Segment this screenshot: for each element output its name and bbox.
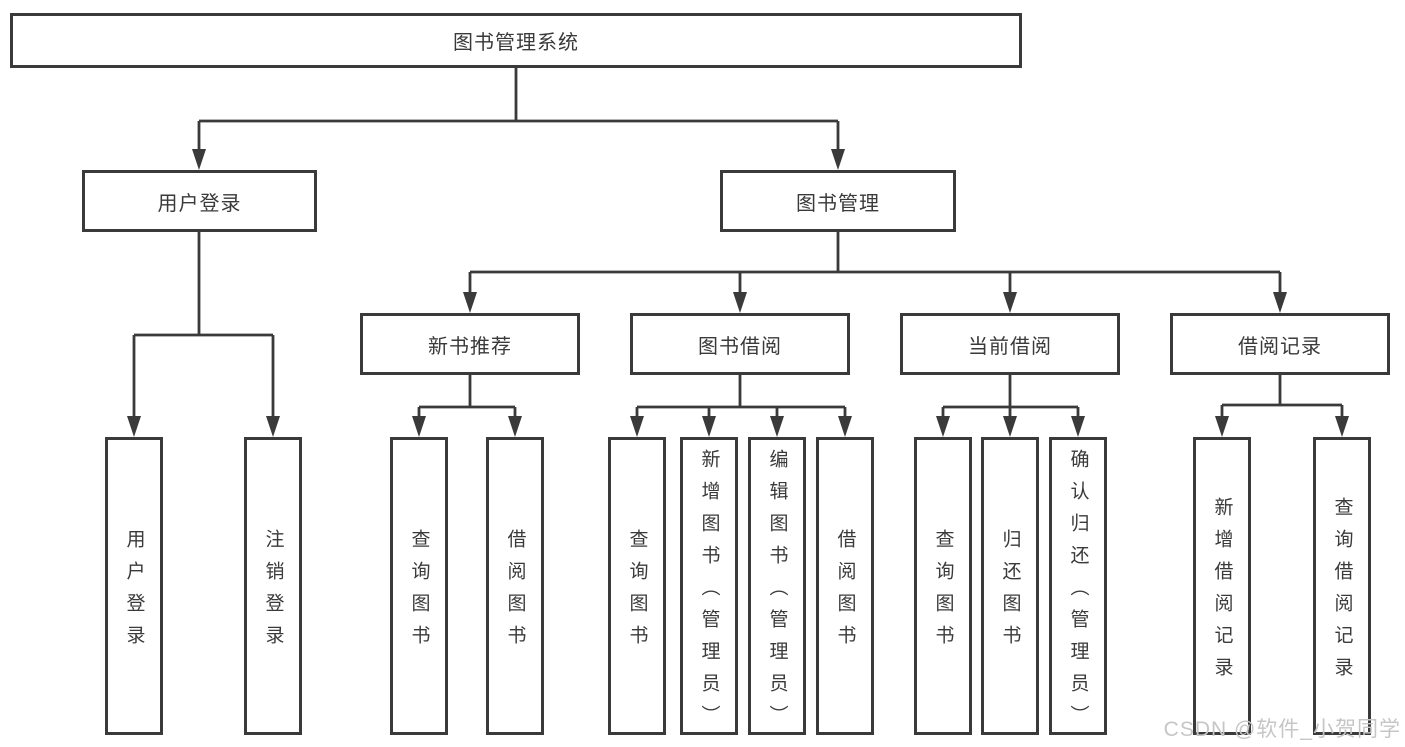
node-new-book-recommendation-label: 新书推荐 <box>428 335 512 358</box>
leaf-br-query-borrow-record: 查询借阅记录 <box>1313 437 1371 735</box>
leaf-user-login: 用户登录 <box>105 437 163 735</box>
node-library-management-system-label: 图书管理系统 <box>453 32 579 54</box>
connector-new-book-children <box>412 375 522 437</box>
node-borrowing-records: 借阅记录 <box>1170 313 1390 375</box>
node-user-login-label: 用户登录 <box>157 192 242 215</box>
leaf-bb-edit-books-admin-label: 编辑图书（管理员） <box>766 448 788 737</box>
connector-user-login-children <box>127 232 280 437</box>
leaf-cb-return-books: 归还图书 <box>981 437 1039 735</box>
leaf-nb-borrow-books-label: 借阅图书 <box>504 528 526 657</box>
connector-book-borrowing-children <box>630 375 852 437</box>
node-user-login: 用户登录 <box>82 170 317 232</box>
leaf-bb-borrow-books-label: 借阅图书 <box>834 528 856 657</box>
connector-borrowing-records-children <box>1215 375 1349 437</box>
leaf-bb-add-books-admin-label: 新增图书（管理员） <box>698 448 720 737</box>
node-borrowing-records-label: 借阅记录 <box>1238 335 1322 358</box>
leaf-cb-confirm-return-admin-label: 确认归还（管理员） <box>1067 448 1089 737</box>
leaf-bb-borrow-books: 借阅图书 <box>816 437 874 735</box>
node-new-book-recommendation: 新书推荐 <box>360 313 580 375</box>
node-book-borrowing: 图书借阅 <box>630 313 850 375</box>
leaf-cb-query-books: 查询图书 <box>914 437 972 735</box>
leaf-bb-query-books: 查询图书 <box>608 437 666 735</box>
node-book-borrowing-label: 图书借阅 <box>698 335 782 358</box>
leaf-logout-login-label: 注销登录 <box>262 528 284 657</box>
watermark: CSDN @软件_小贺同学 <box>1163 718 1401 741</box>
connector-current-borrowing-children <box>936 375 1085 437</box>
leaf-logout-login: 注销登录 <box>244 437 302 735</box>
leaf-bb-query-books-label: 查询图书 <box>626 528 648 657</box>
leaf-nb-query-books-label: 查询图书 <box>408 528 430 657</box>
connector-root-to-level2 <box>192 68 845 170</box>
leaf-cb-confirm-return-admin: 确认归还（管理员） <box>1049 437 1107 737</box>
leaf-cb-query-books-label: 查询图书 <box>932 528 954 657</box>
node-book-management: 图书管理 <box>720 170 956 232</box>
connector-book-management-children <box>463 232 1287 313</box>
leaf-nb-query-books: 查询图书 <box>390 437 448 735</box>
leaf-bb-add-books-admin: 新增图书（管理员） <box>680 437 738 737</box>
leaf-bb-edit-books-admin: 编辑图书（管理员） <box>748 437 806 737</box>
leaf-br-add-borrow-record: 新增借阅记录 <box>1193 437 1251 735</box>
leaf-br-query-borrow-record-label: 查询借阅记录 <box>1331 496 1353 689</box>
node-current-borrowing: 当前借阅 <box>900 313 1120 375</box>
node-book-management-label: 图书管理 <box>796 192 880 215</box>
node-library-management-system: 图书管理系统 <box>10 13 1022 68</box>
leaf-br-add-borrow-record-label: 新增借阅记录 <box>1211 496 1233 689</box>
leaf-nb-borrow-books: 借阅图书 <box>486 437 544 735</box>
node-current-borrowing-label: 当前借阅 <box>968 335 1052 358</box>
leaf-cb-return-books-label: 归还图书 <box>999 528 1021 657</box>
leaf-user-login-label: 用户登录 <box>123 528 145 657</box>
